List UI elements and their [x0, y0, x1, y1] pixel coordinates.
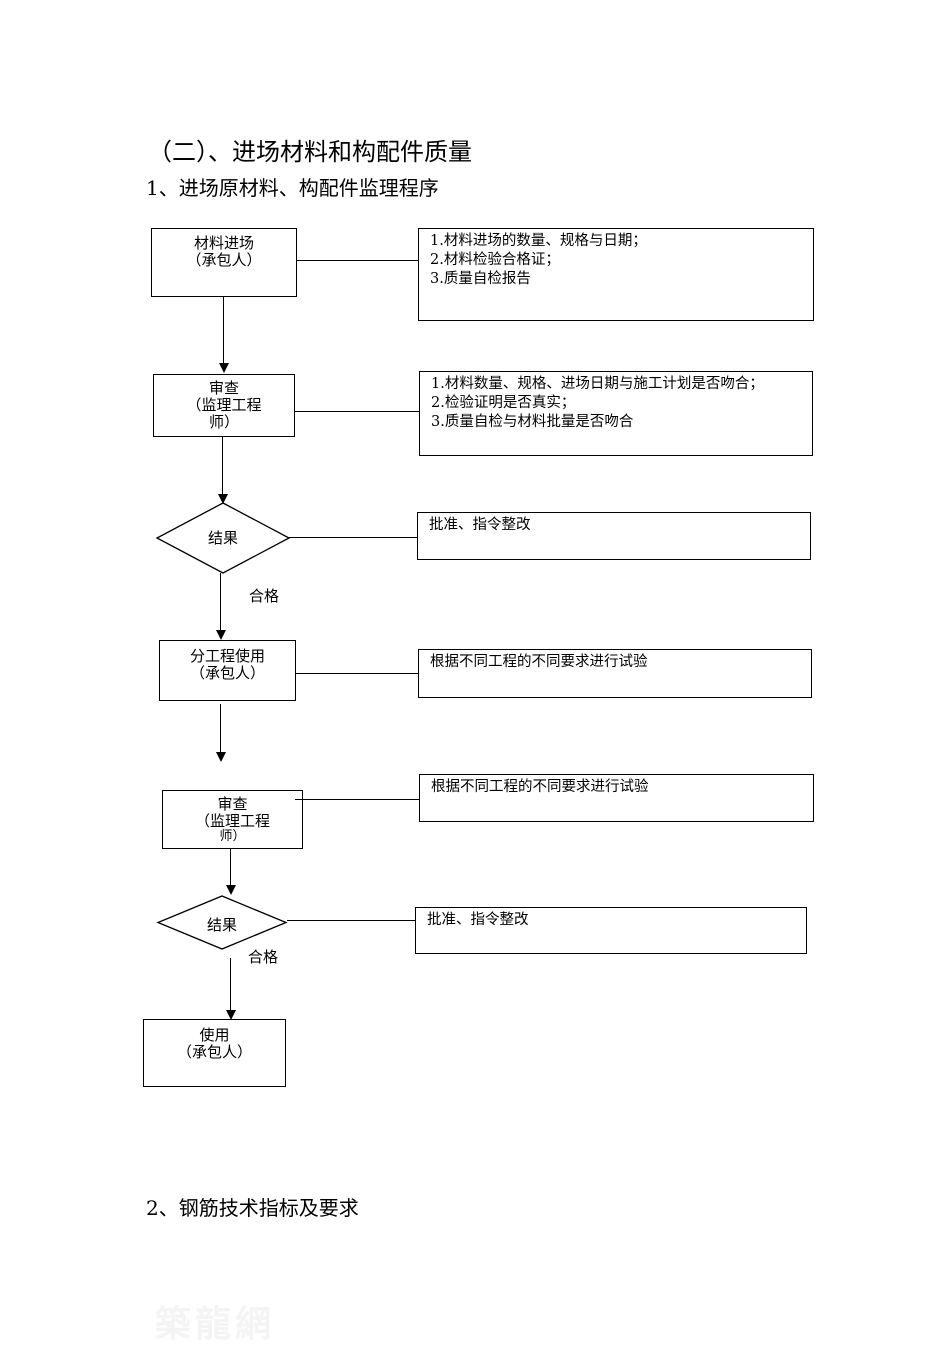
connector-decision2-note6 [287, 920, 416, 921]
decision-result-1-label: 结果 [207, 529, 238, 547]
step-review-2: 审查 （监理工程 师） [162, 790, 303, 849]
step-review-1-line3: 师） [208, 413, 239, 431]
arrowhead-step4-decision2 [226, 885, 236, 895]
step-sub-project-use-line1: 分工程使用 [189, 647, 265, 665]
step-review-1-line2: （监理工程 [186, 396, 262, 414]
step-review-1: 审查 （监理工程 师） [153, 374, 295, 437]
step-material-entry: 材料进场 （承包人） [151, 228, 297, 297]
connector-decision1-note3 [289, 537, 418, 538]
note-sub-project-use-item1: 根据不同工程的不同要求进行试验 [430, 654, 648, 670]
step-review-2-line2: （监理工程 [194, 812, 270, 830]
decision-result-2: 结果 [156, 895, 288, 950]
step-use: 使用 （承包人） [143, 1019, 286, 1087]
arrow-step3-step4 [220, 704, 221, 752]
note-decision-2: 批准、指令整改 [415, 907, 807, 954]
note-review-1-item2: 2.检验证明是否真实； [431, 395, 576, 411]
note-material-entry-item3: 3.质量自检报告 [430, 271, 531, 287]
note-material-entry: 1.材料进场的数量、规格与日期； 2.材料检验合格证； 3.质量自检报告 [418, 228, 814, 321]
note-decision-2-item1: 批准、指令整改 [427, 912, 529, 928]
note-material-entry-item1: 1.材料进场的数量、规格与日期； [430, 233, 647, 249]
decision-result-2-shape [156, 895, 288, 950]
pass-label-1: 合格 [249, 587, 280, 605]
note-material-entry-item2: 2.材料检验合格证； [430, 252, 560, 268]
arrow-step4-decision2 [230, 849, 231, 885]
subsection-title-rebar: 2、钢筋技术指标及要求 [146, 1196, 359, 1220]
note-sub-project-use: 根据不同工程的不同要求进行试验 [418, 649, 812, 698]
connector-step4-note5 [295, 799, 420, 800]
step-sub-project-use-line2: （承包人） [189, 664, 265, 682]
subsection-title-procedure: 1、进场原材料、构配件监理程序 [146, 176, 439, 200]
pass-label-2: 合格 [248, 948, 279, 966]
note-review-2: 根据不同工程的不同要求进行试验 [419, 774, 814, 822]
step-use-line1: 使用 [199, 1026, 230, 1044]
step-review-2-line1: 审查 [217, 795, 248, 813]
note-review-1-item1: 1.材料数量、规格、进场日期与施工计划是否吻合； [431, 376, 764, 392]
decision-result-1: 结果 [155, 502, 291, 574]
decision-result-1-shape [155, 502, 291, 574]
step-use-line2: （承包人） [176, 1043, 252, 1061]
arrowhead-step1-step2 [219, 363, 229, 373]
step-material-entry-line1: 材料进场 [193, 234, 254, 252]
arrow-decision2-step5 [230, 958, 231, 1010]
arrow-decision1-step3 [220, 573, 221, 630]
note-review-2-item1: 根据不同工程的不同要求进行试验 [431, 779, 649, 795]
note-decision-1-item1: 批准、指令整改 [429, 517, 531, 533]
arrowhead-step3-step4 [216, 752, 226, 762]
arrowhead-decision1-step3 [216, 630, 226, 640]
connector-step2-note2 [295, 411, 420, 412]
arrow-step1-step2 [223, 297, 224, 363]
watermark: 築龍網 [155, 1303, 276, 1345]
arrowhead-decision2-step5 [226, 1010, 236, 1020]
connector-step3-note4 [296, 673, 419, 674]
step-material-entry-line2: （承包人） [186, 251, 262, 269]
note-decision-1: 批准、指令整改 [417, 512, 811, 560]
section-title: （二）、进场材料和构配件质量 [148, 138, 472, 166]
connector-step1-note1 [297, 260, 419, 261]
arrow-step2-decision1 [222, 437, 223, 494]
step-sub-project-use: 分工程使用 （承包人） [159, 640, 296, 701]
note-review-1-item3: 3.质量自检与材料批量是否吻合 [431, 414, 634, 430]
decision-result-2-label: 结果 [206, 916, 237, 934]
note-review-1: 1.材料数量、规格、进场日期与施工计划是否吻合； 2.检验证明是否真实； 3.质… [419, 371, 813, 456]
step-review-2-line3: 师） [219, 829, 246, 844]
step-review-1-line1: 审查 [208, 379, 239, 397]
arrowhead-step2-decision1 [218, 494, 228, 504]
